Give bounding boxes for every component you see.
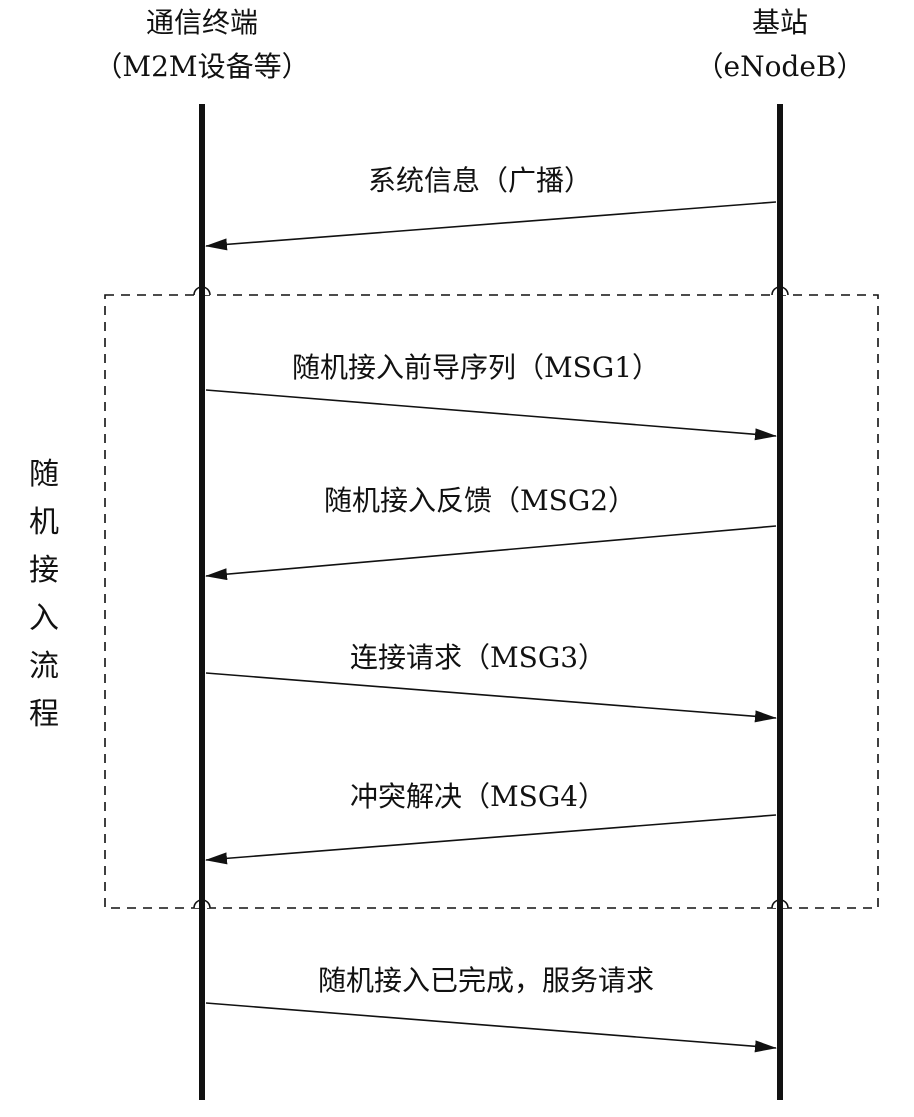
message-arrow — [205, 1002, 777, 1053]
message-arrow — [205, 814, 777, 865]
terminal-title: 通信终端 — [146, 6, 258, 39]
message-label: 连接请求（MSG3） — [350, 641, 606, 674]
message-arrow — [205, 201, 777, 251]
message-label: 随机接入前导序列（MSG1） — [292, 351, 660, 384]
base-station-title: 基站 — [752, 6, 808, 39]
message-label: 系统信息（广播） — [368, 164, 592, 197]
messages: 系统信息（广播） 随机接入前导序列（MSG1） 随机接入反馈（MSG2） 连接请求（M… — [205, 164, 777, 1053]
message-label: 冲突解决（MSG4） — [350, 780, 606, 813]
random-access-frame — [104, 294, 879, 909]
message-label: 随机接入反馈（MSG2） — [324, 484, 636, 517]
frame-label-char: 流 — [29, 649, 59, 684]
frame-label-char: 接 — [29, 553, 59, 588]
terminal-subtitle: （M2M设备等） — [94, 50, 309, 83]
message-arrow — [205, 672, 777, 723]
frame-label-char: 入 — [29, 601, 59, 636]
message-arrow — [205, 525, 777, 581]
message-label: 随机接入已完成，服务请求 — [318, 964, 654, 997]
message-arrow — [205, 389, 777, 441]
frame-label-char: 程 — [29, 697, 59, 732]
base-station-subtitle: （eNodeB） — [696, 50, 865, 83]
frame-label-char: 机 — [29, 505, 59, 540]
frame-label-char: 随 — [29, 457, 59, 492]
